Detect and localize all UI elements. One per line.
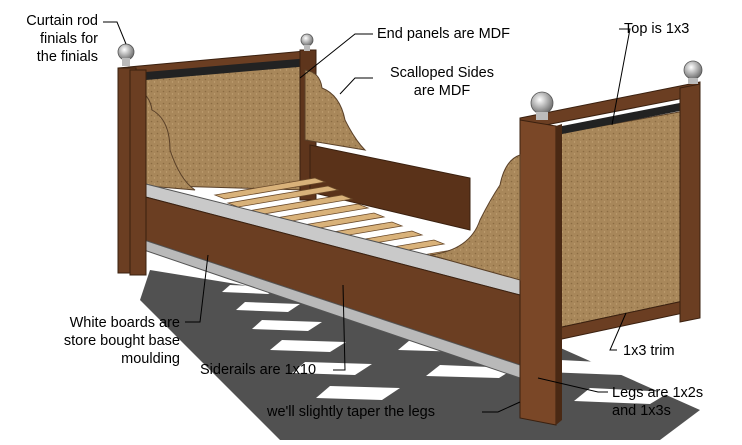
far-siderail: [309, 144, 471, 231]
callout-taper: we'll slightly taper the legs: [267, 404, 435, 420]
leg-front-left: [129, 69, 147, 276]
callout-top: Top is 1x3: [624, 21, 690, 37]
scalloped-side-front: [429, 154, 521, 281]
finial-front-left: [530, 91, 554, 120]
callout-white-boards: White boards are store bought base mould…: [63, 315, 180, 367]
callout-trim: 1x3 trim: [623, 343, 675, 359]
callout-end-panels: End panels are MDF: [377, 26, 510, 42]
finial-front-right: [683, 60, 703, 84]
callout-scalloped-sides: Scalloped Sides are MDF: [390, 65, 494, 99]
finial-back-left: [117, 43, 135, 66]
scalloped-side-back-right: [304, 69, 367, 151]
scalloped-side-back: [135, 87, 196, 191]
front-siderail: [137, 181, 521, 379]
front-end-panel: [519, 81, 701, 426]
callout-legs: Legs are 1x2s and 1x3s: [612, 385, 704, 419]
callout-finials: Curtain rod finials for the finials: [26, 13, 98, 65]
callout-siderails: Siderails are 1x10: [200, 362, 317, 378]
callout-lines: [103, 21, 631, 413]
finial-back-right: [300, 33, 314, 51]
